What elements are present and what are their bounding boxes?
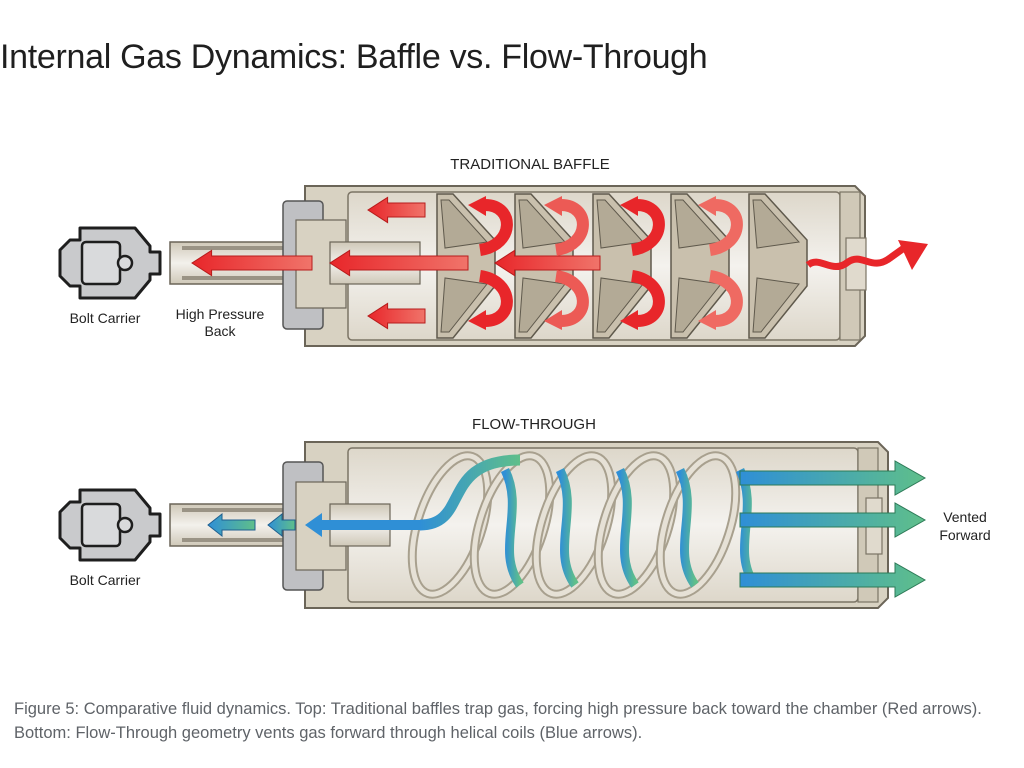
red-arrowhead bbox=[544, 196, 562, 216]
high-pressure-label-line2: Back bbox=[204, 323, 236, 339]
baffle-face bbox=[752, 277, 800, 333]
vented-forward-label-line1: Vented bbox=[943, 509, 987, 525]
red-arrowhead bbox=[698, 196, 716, 216]
red-arrow-center bbox=[329, 249, 469, 277]
red-arrow-upper bbox=[367, 196, 426, 224]
coil-loop-highlight bbox=[657, 453, 739, 597]
bolt-carrier-label: Bolt Carrier bbox=[70, 310, 141, 326]
bolt-carrier-icon bbox=[58, 488, 162, 562]
exhaust-arrowhead bbox=[898, 240, 928, 270]
blue-arrows bbox=[207, 454, 927, 598]
vent-forward-arrow bbox=[739, 502, 927, 538]
blue-arrowhead bbox=[305, 513, 322, 537]
red-arrow-center bbox=[494, 249, 601, 277]
blue-arrow-back bbox=[207, 512, 256, 538]
traditional-baffle-panel: TRADITIONAL BAFFLE Bolt Carrier High Pre… bbox=[58, 156, 928, 347]
red-curved-arrow bbox=[554, 199, 589, 256]
red-curved-arrow bbox=[630, 199, 665, 256]
red-curved-arrow bbox=[478, 270, 513, 327]
red-curved-arrow bbox=[478, 199, 513, 256]
blue-coil-arrow bbox=[555, 467, 579, 588]
red-arrowhead bbox=[620, 310, 638, 330]
bolt-carrier-icon bbox=[58, 226, 162, 300]
red-arrowhead bbox=[544, 310, 562, 330]
red-arrow-barrel bbox=[191, 249, 313, 277]
blue-coil-arrow bbox=[615, 467, 639, 588]
bolt-carrier-label: Bolt Carrier bbox=[70, 572, 141, 588]
vent-forward-arrow bbox=[739, 460, 927, 496]
blue-coil-arrow bbox=[500, 467, 524, 588]
vented-forward-label-line2: Forward bbox=[939, 527, 990, 543]
baffle-heading: TRADITIONAL BAFFLE bbox=[450, 156, 609, 173]
exhaust-wave bbox=[805, 245, 907, 271]
red-curved-arrow bbox=[630, 270, 665, 327]
red-curved-arrow bbox=[708, 199, 743, 256]
baffle-face bbox=[752, 199, 801, 249]
baffle-face bbox=[440, 199, 489, 249]
figure-caption: Figure 5: Comparative fluid dynamics. To… bbox=[14, 700, 982, 742]
red-arrowhead bbox=[468, 196, 486, 216]
red-arrowhead bbox=[698, 310, 716, 330]
blue-flow-path bbox=[419, 454, 521, 531]
red-arrows bbox=[191, 196, 928, 330]
flow-through-heading: FLOW-THROUGH bbox=[472, 416, 596, 433]
red-curved-arrow bbox=[554, 270, 589, 327]
red-curved-arrow bbox=[708, 270, 743, 327]
blue-arrow-back bbox=[267, 512, 296, 538]
red-arrow-lower bbox=[367, 302, 426, 330]
flow-through-panel: FLOW-THROUGH Bolt Carrier Vented Forward bbox=[58, 416, 991, 609]
high-pressure-label-line1: High Pressure bbox=[176, 306, 265, 322]
vent-forward-arrow bbox=[739, 562, 927, 598]
helical-coils bbox=[407, 451, 741, 599]
red-arrowhead bbox=[468, 310, 486, 330]
page-title: Internal Gas Dynamics: Baffle vs. Flow-T… bbox=[0, 38, 708, 76]
blue-coil-arrow bbox=[675, 467, 699, 588]
red-arrowhead bbox=[620, 196, 638, 216]
baffle-face bbox=[440, 277, 488, 333]
baffle-stack bbox=[436, 193, 808, 339]
